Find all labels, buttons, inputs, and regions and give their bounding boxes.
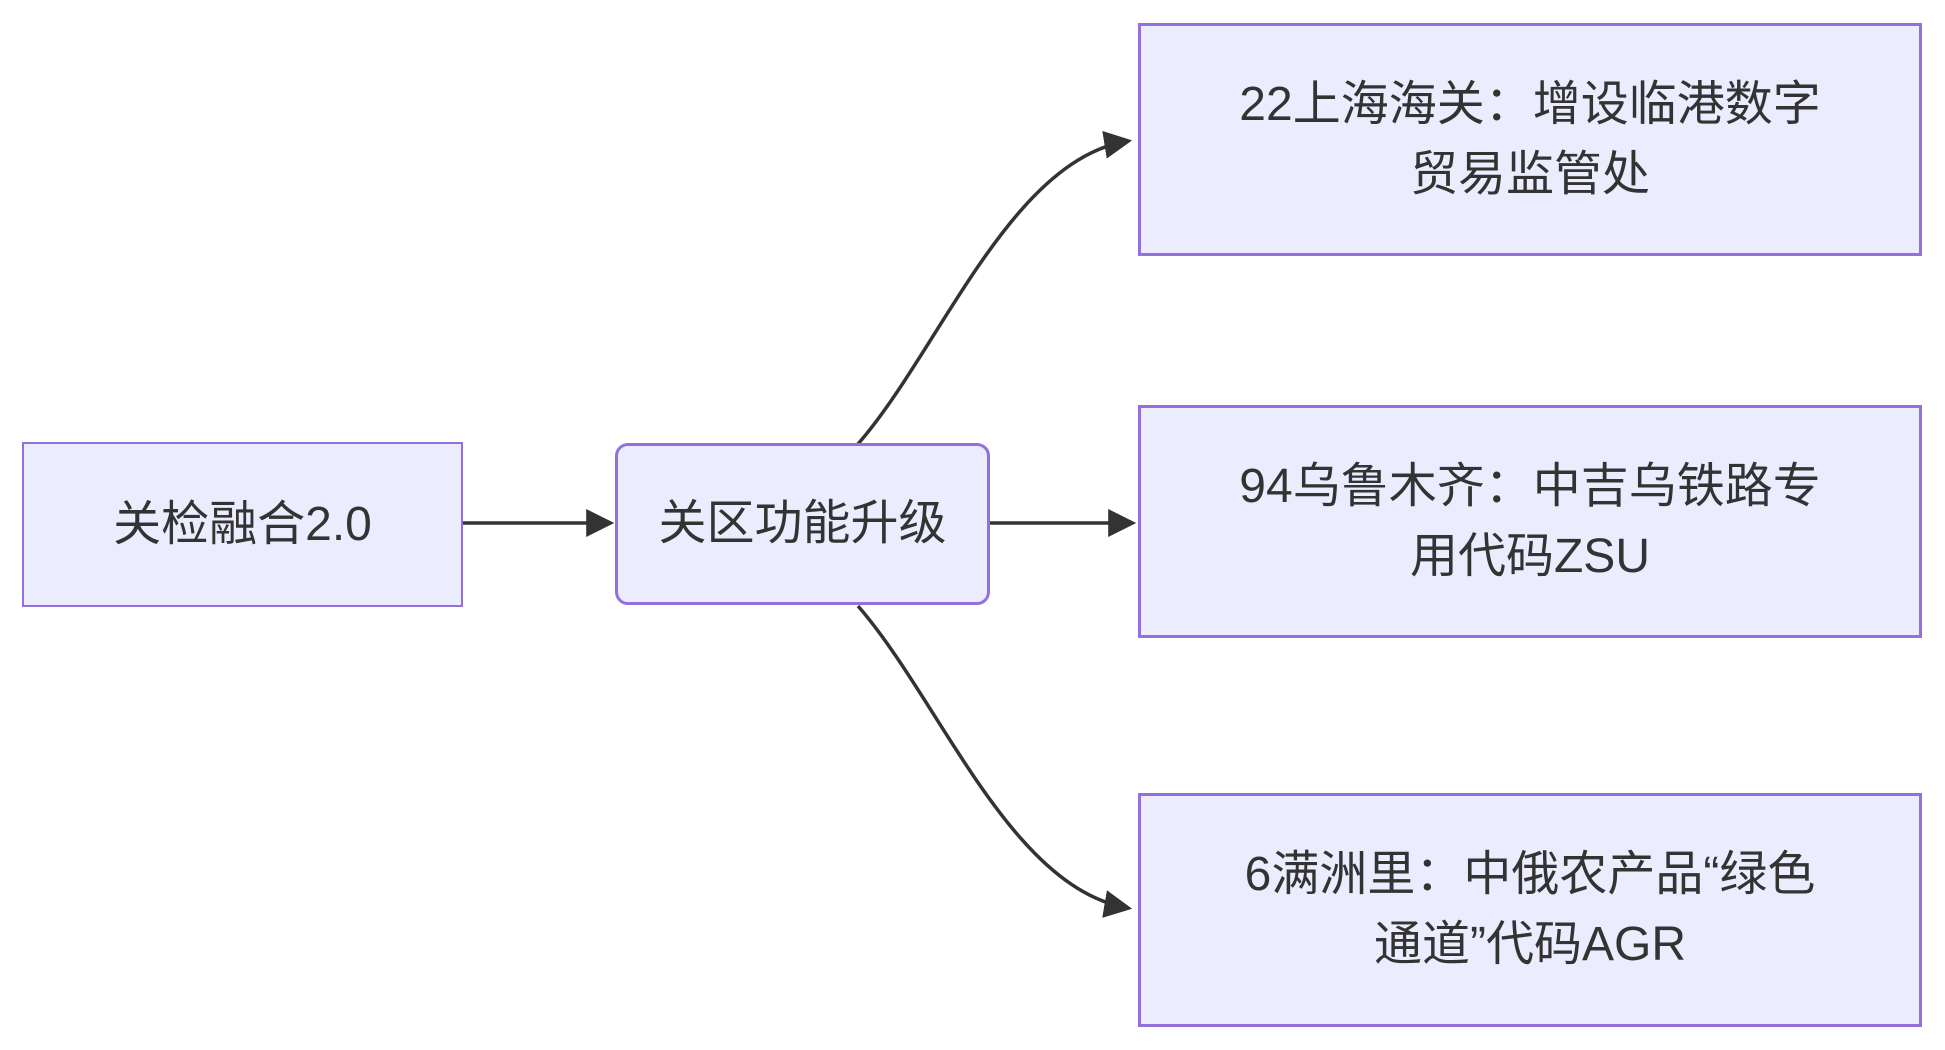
node-shanghai-customs: 22上海海关：增设临港数字 贸易监管处 [1138, 23, 1922, 256]
node-urumqi-customs: 94乌鲁木齐：中吉乌铁路专 用代码ZSU [1138, 405, 1922, 638]
node-guanqu-gongneng-shengji: 关区功能升级 [615, 443, 990, 605]
node-manzhouli-customs: 6满洲里：中俄农产品“绿色 通道”代码AGR [1138, 793, 1922, 1027]
edge-hub-to-branch1 [856, 130, 1133, 446]
node-guanjian-ronghe: 关检融合2.0 [22, 442, 463, 607]
edge-hub-to-branch3 [856, 604, 1133, 918]
